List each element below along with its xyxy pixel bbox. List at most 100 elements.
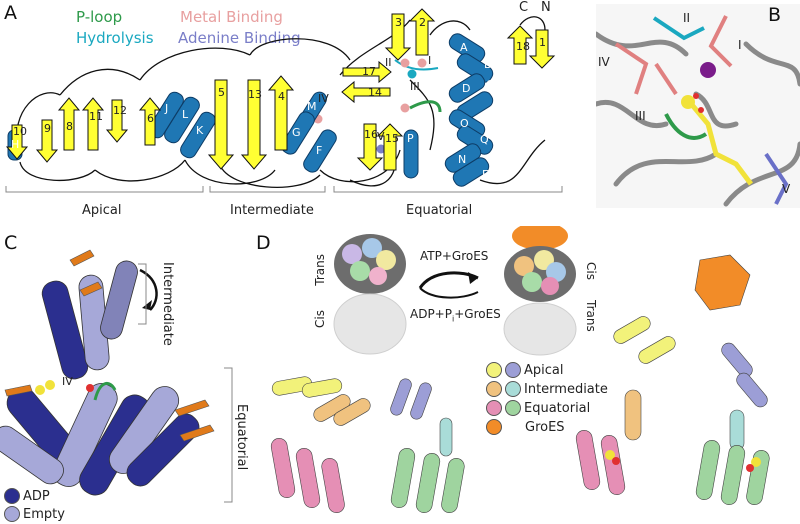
hydrolysis-site: [407, 69, 417, 79]
site-label-ii: II: [385, 56, 392, 69]
intermediate-cis-swatch-icon: [486, 381, 502, 397]
active-site-image: [596, 4, 800, 208]
b-site-label-i: I: [738, 38, 742, 52]
c-brackets: [138, 263, 147, 325]
n-terminus-label: N: [541, 0, 551, 15]
b-site-label-iv: IV: [598, 55, 610, 69]
helix-label-m: M: [307, 100, 317, 113]
strand-label-2: 2: [419, 16, 426, 29]
metal-site-i: [417, 58, 427, 68]
b-site-label-iii: III: [635, 109, 646, 123]
strand-label-14: 14: [368, 86, 382, 99]
legend-intermediate-label: Intermediate: [524, 381, 608, 397]
reverse-reaction-pre: ADP+P: [410, 307, 452, 321]
apical-trans-swatch-icon: [505, 362, 521, 378]
trans-subunit-structure: [270, 376, 465, 513]
groes-swatch-icon: [486, 419, 502, 435]
strand-label-1: 1: [539, 36, 546, 49]
strand-label-15: 15: [385, 132, 399, 145]
legend-equatorial: Equatorial: [486, 400, 590, 416]
helix-label-e: E: [482, 168, 489, 181]
site-label-iv: IV: [318, 92, 329, 105]
site-label-iii: III: [410, 80, 420, 93]
legend-empty: Empty: [4, 506, 65, 522]
legend-adp: ADP: [4, 488, 50, 504]
strand-label-8: 8: [66, 120, 73, 133]
chaperonin-ring-left: [333, 234, 407, 355]
equatorial-trans-swatch-icon: [505, 400, 521, 416]
panel-letter-b: B: [768, 4, 782, 26]
c-bracket-equatorial: [224, 367, 233, 503]
metal-site-iii: [400, 103, 410, 113]
cis-subunit-structure: [575, 254, 770, 505]
helix-label-b: B: [484, 58, 492, 71]
strand-label-12: 12: [113, 104, 127, 117]
empty-swatch-icon: [4, 506, 20, 522]
reverse-reaction-sub: i: [451, 314, 455, 324]
c-intermediate-label: Intermediate: [160, 262, 175, 346]
adp-swatch-icon: [4, 488, 20, 504]
legend-groes: GroES: [486, 419, 565, 435]
c-terminus-label: C: [519, 0, 529, 15]
legend-ploop: P-loop: [76, 8, 123, 26]
topology-diagram: [5, 8, 563, 193]
strand-label-10: 10: [13, 125, 27, 138]
strand-label-5: 5: [218, 86, 225, 99]
legend-equatorial-label: Equatorial: [524, 400, 591, 416]
legend-empty-label: Empty: [23, 506, 65, 522]
intermediate-trans-swatch-icon: [505, 381, 521, 397]
strand-label-13: 13: [248, 88, 262, 101]
d-cis-right-label: Cis: [584, 262, 598, 280]
helix-label-p: P: [407, 132, 414, 145]
helix-label-k: K: [196, 124, 204, 137]
strand-label-4: 4: [278, 90, 285, 103]
helix-label-h: H: [11, 138, 20, 151]
equatorial-cis-swatch-icon: [486, 400, 502, 416]
helix-label-l: L: [182, 108, 189, 121]
legend-hydrolysis: Hydrolysis: [76, 29, 154, 47]
legend-apical-label: Apical: [524, 362, 564, 378]
domain-movement-image: [0, 249, 215, 496]
panel-letter-c: C: [4, 232, 18, 254]
panel-letter-d: D: [256, 232, 271, 254]
metal-site-ii: [400, 58, 410, 68]
reverse-reaction-label: ADP+Pi+GroES: [410, 307, 501, 323]
strand-label-6: 6: [147, 112, 154, 125]
c-equatorial-label: Equatorial: [234, 404, 249, 471]
helix-label-c: C: [486, 78, 494, 91]
strand-label-17: 17: [362, 65, 376, 78]
reverse-reaction-post: +GroES: [454, 307, 501, 321]
strand-label-18: 18: [516, 40, 530, 53]
legend-intermediate: Intermediate: [486, 381, 608, 397]
panel-letter-a: A: [4, 2, 17, 24]
helix-label-g: G: [292, 126, 301, 139]
helix-label-o: O: [460, 117, 469, 130]
b-site-label-ii: II: [683, 11, 691, 25]
strand-label-11: 11: [89, 110, 103, 123]
legend-adp-label: ADP: [23, 488, 50, 504]
chaperonin-ring-right: [503, 226, 577, 356]
d-trans-right-label: Trans: [584, 300, 598, 332]
legend-metal-binding: Metal Binding: [180, 8, 283, 26]
legend-groes-label: GroES: [525, 419, 565, 435]
d-trans-left-label: Trans: [313, 254, 327, 286]
helix-label-j: J: [165, 102, 169, 115]
site-label-i: I: [428, 54, 432, 67]
domain-label-apical: Apical: [82, 203, 122, 218]
c-site-label-iv: IV: [62, 375, 73, 388]
strand-label-3: 3: [395, 16, 402, 29]
strand-label-9: 9: [44, 122, 51, 135]
adenine-site: [376, 144, 386, 154]
domain-label-equatorial: Equatorial: [406, 203, 473, 218]
helix-label-f: F: [316, 144, 323, 157]
b-site-label-v: V: [782, 182, 791, 196]
site-label-v: V: [377, 130, 385, 143]
helix-label-q: Q: [480, 133, 489, 146]
d-cis-left-label: Cis: [313, 310, 327, 328]
strand-label-16: 16: [364, 128, 378, 141]
helix-label-a: A: [460, 41, 468, 54]
forward-reaction-label: ATP+GroES: [420, 249, 489, 263]
helix-label-d: D: [462, 82, 471, 95]
legend-apical: Apical: [486, 362, 563, 378]
helix-label-n: N: [458, 153, 467, 166]
